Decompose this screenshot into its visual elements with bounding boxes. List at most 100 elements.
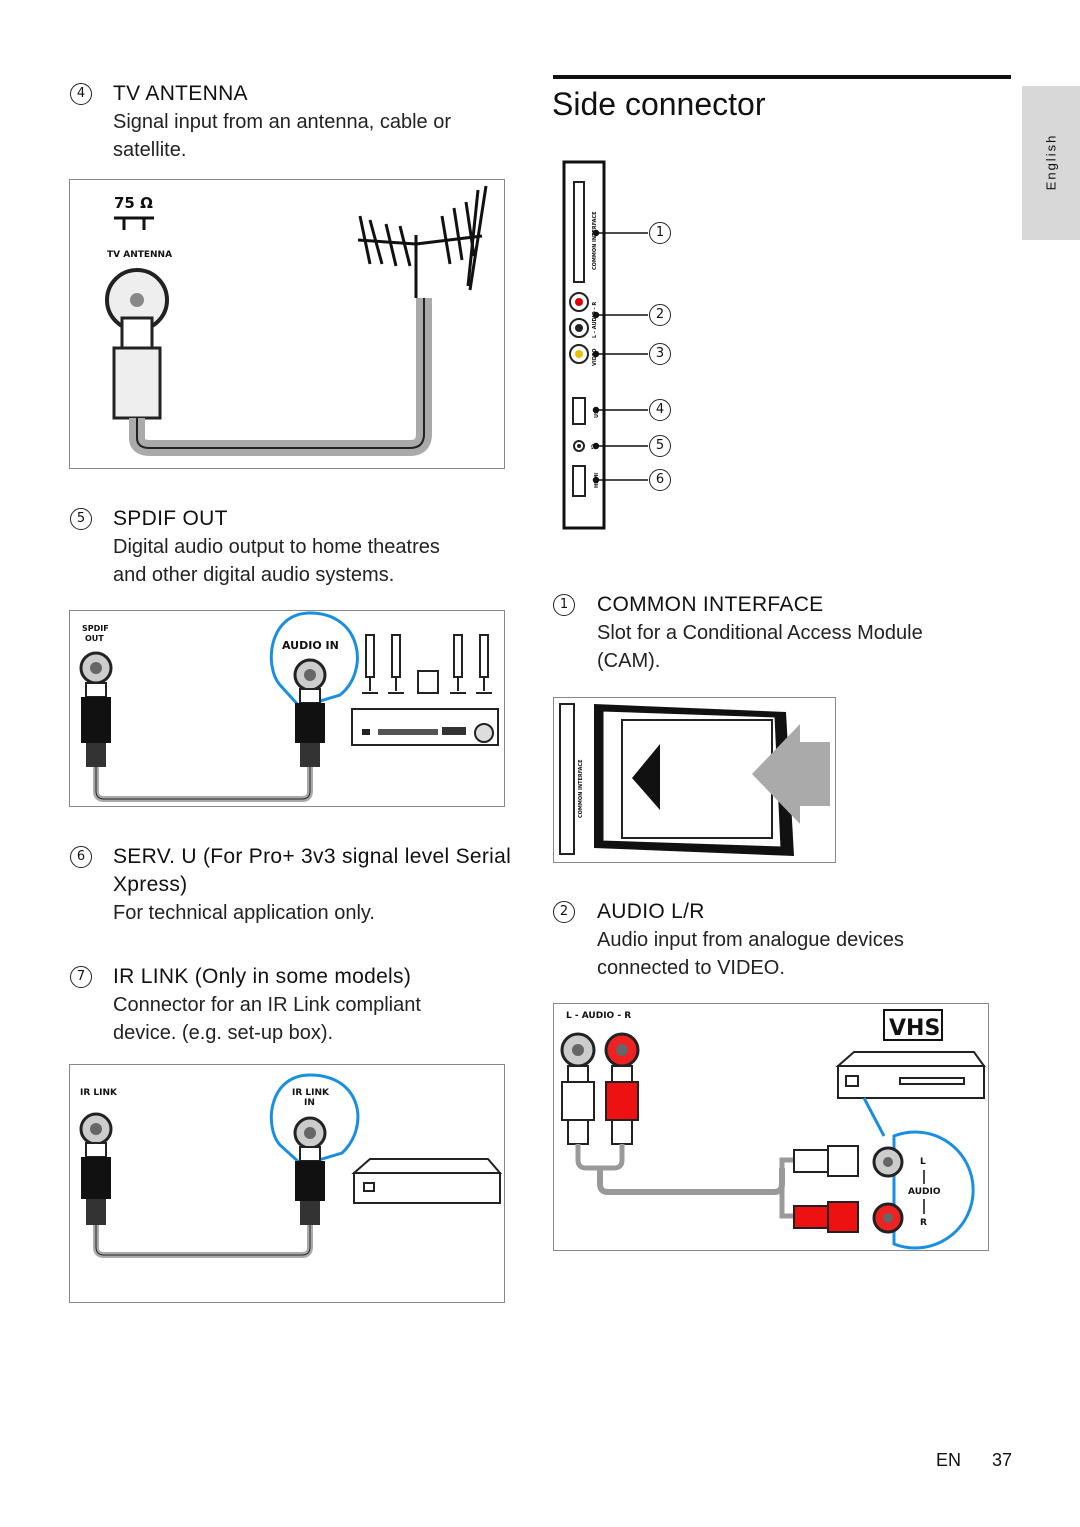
ci-closeup-label: COMMON INTERFACE xyxy=(578,759,584,818)
usb-port-icon xyxy=(572,397,586,425)
audio-in-label: AUDIO IN xyxy=(282,639,339,652)
ci-heading: COMMON INTERFACE xyxy=(597,593,824,616)
audio-desc-line2: connected to VIDEO. xyxy=(597,954,785,982)
home-theatre-speakers-icon xyxy=(362,634,492,694)
irlink-in-label-2: IN xyxy=(304,1098,315,1108)
irlink-heading: IR LINK (Only in some models) xyxy=(113,965,412,988)
vcr-r-label: R xyxy=(920,1218,927,1228)
ci-desc-line1: Slot for a Conditional Access Module xyxy=(597,622,923,644)
item-number-4: 4 xyxy=(70,83,92,105)
item-number-6: 6 xyxy=(70,846,92,868)
coax-cable xyxy=(129,298,432,456)
cam-module-icon xyxy=(594,704,794,856)
ci-slot-icon xyxy=(573,181,585,283)
vcr-audio-label: AUDIO xyxy=(908,1187,941,1197)
tv-antenna-icon xyxy=(357,185,488,298)
callout-6: 6 xyxy=(649,469,671,491)
video-panel-label: VIDEO xyxy=(592,348,598,366)
item-number-7: 7 xyxy=(70,966,92,988)
headphone-port-icon xyxy=(573,440,585,452)
audio-desc-suffix: . xyxy=(779,957,785,979)
audio-closeup-label: L - AUDIO - R xyxy=(566,1011,631,1021)
spdif-out-port-icon xyxy=(79,651,113,685)
serv-heading-line1: SERV. U (For Pro+ 3v3 signal level Seria… xyxy=(113,845,512,868)
vcr-input-callout xyxy=(892,1130,975,1250)
red-rca-plug-icon xyxy=(605,1081,639,1121)
spdif-figure: SPDIF OUT AUDIO IN xyxy=(69,610,505,807)
spdif-cable xyxy=(93,767,313,802)
audio-l-port-closeup xyxy=(560,1032,596,1068)
irlink-in-port-icon xyxy=(293,1116,327,1150)
serv-heading-line2: Xpress) xyxy=(113,873,188,896)
antenna-heading: TV ANTENNA xyxy=(113,82,248,105)
av-receiver-icon xyxy=(351,708,499,746)
audio-desc-prefix: connected to xyxy=(597,957,718,979)
audio-heading: AUDIO L/R xyxy=(597,900,705,923)
callout-4: 4 xyxy=(649,399,671,421)
callout-3: 3 xyxy=(649,343,671,365)
coax-cable-outline xyxy=(136,298,425,449)
video-port-icon xyxy=(569,344,589,364)
item-number-1: 1 xyxy=(553,594,575,616)
callout-1: 1 xyxy=(649,222,671,244)
page-title: Side connector xyxy=(552,86,766,122)
irlink-in-label-1: IR LINK xyxy=(292,1088,330,1098)
audio-desc-line1: Audio input from analogue devices xyxy=(597,929,904,951)
language-tab-label: English xyxy=(1043,133,1059,191)
spdif-port-label-2: OUT xyxy=(85,634,104,643)
irlink-port-label: IR LINK xyxy=(80,1088,118,1098)
audio-l-port-icon xyxy=(569,318,589,338)
vhs-logo-text: VHS xyxy=(889,1016,940,1041)
serv-desc: For technical application only. xyxy=(113,902,375,924)
audio-desc-video: VIDEO xyxy=(717,957,780,979)
antenna-desc-line1: Signal input from an antenna, cable or xyxy=(113,111,451,133)
rca-cable xyxy=(597,1168,785,1195)
spdif-port-label-1: SPDIF xyxy=(82,624,109,633)
item-number-2: 2 xyxy=(553,901,575,923)
side-panel-diagram: COMMON INTERFACE L - AUDIO - R VIDEO USB… xyxy=(560,160,710,530)
antenna-figure: 75 Ω TV ANTENNA xyxy=(69,179,505,469)
coax-plug-neck xyxy=(120,316,154,352)
set-top-box-icon xyxy=(351,1158,503,1204)
audio-in-port-icon xyxy=(293,658,327,692)
vhs-logo-icon: VHS xyxy=(883,1009,943,1041)
callout-5: 5 xyxy=(649,435,671,457)
irlink-out-port-icon xyxy=(79,1112,113,1146)
irlink-plug-icon xyxy=(81,1157,111,1199)
insert-arrow-icon xyxy=(752,724,830,824)
vcr-l-port-icon xyxy=(872,1146,904,1178)
audio-figure: L - AUDIO - R VHS L AUDIO R xyxy=(553,1003,989,1251)
ci-figure: COMMON INTERFACE xyxy=(553,697,836,863)
spdif-desc-line1: Digital audio output to home theatres xyxy=(113,536,440,558)
callout-leaders xyxy=(592,229,648,484)
antenna-desc-line2: satellite. xyxy=(113,139,187,161)
footer-lang: EN xyxy=(936,1450,962,1470)
page-number: 37 xyxy=(992,1450,1013,1470)
antenna-port-label: TV ANTENNA xyxy=(107,250,172,260)
antenna-ohm-label: 75 Ω xyxy=(114,194,153,212)
antenna-symbol-icon xyxy=(114,216,154,230)
ci-panel-label: COMMON INTERFACE xyxy=(592,211,598,270)
callout-2: 2 xyxy=(649,304,671,326)
spdif-desc-line2: and other digital audio systems. xyxy=(113,564,395,586)
ci-slot-closeup xyxy=(559,703,575,855)
spdif-plug-icon xyxy=(81,697,111,743)
irlink-desc-line1: Connector for an IR Link compliant xyxy=(113,994,421,1016)
irlink-desc-line2: device. (e.g. set-up box). xyxy=(113,1022,334,1044)
language-tab: English xyxy=(1022,86,1080,240)
vcr-device-icon xyxy=(835,1051,986,1099)
irlink-figure: IR LINK IR LINK IN xyxy=(69,1064,505,1303)
vcr-r-port-icon xyxy=(872,1202,904,1234)
hdmi-port-icon xyxy=(572,465,586,497)
ci-desc-line2: (CAM). xyxy=(597,650,661,672)
item-number-5: 5 xyxy=(70,508,92,530)
audio-panel-label: L - AUDIO - R xyxy=(592,302,598,338)
coax-plug-icon xyxy=(112,346,162,420)
spdif-heading: SPDIF OUT xyxy=(113,507,228,530)
audio-r-port-icon xyxy=(569,292,589,312)
vcr-l-label: L xyxy=(920,1157,926,1167)
audio-r-port-closeup xyxy=(604,1032,640,1068)
irlink-cable xyxy=(93,1225,313,1258)
white-rca-plug-icon xyxy=(561,1081,595,1121)
title-rule xyxy=(553,75,1011,79)
